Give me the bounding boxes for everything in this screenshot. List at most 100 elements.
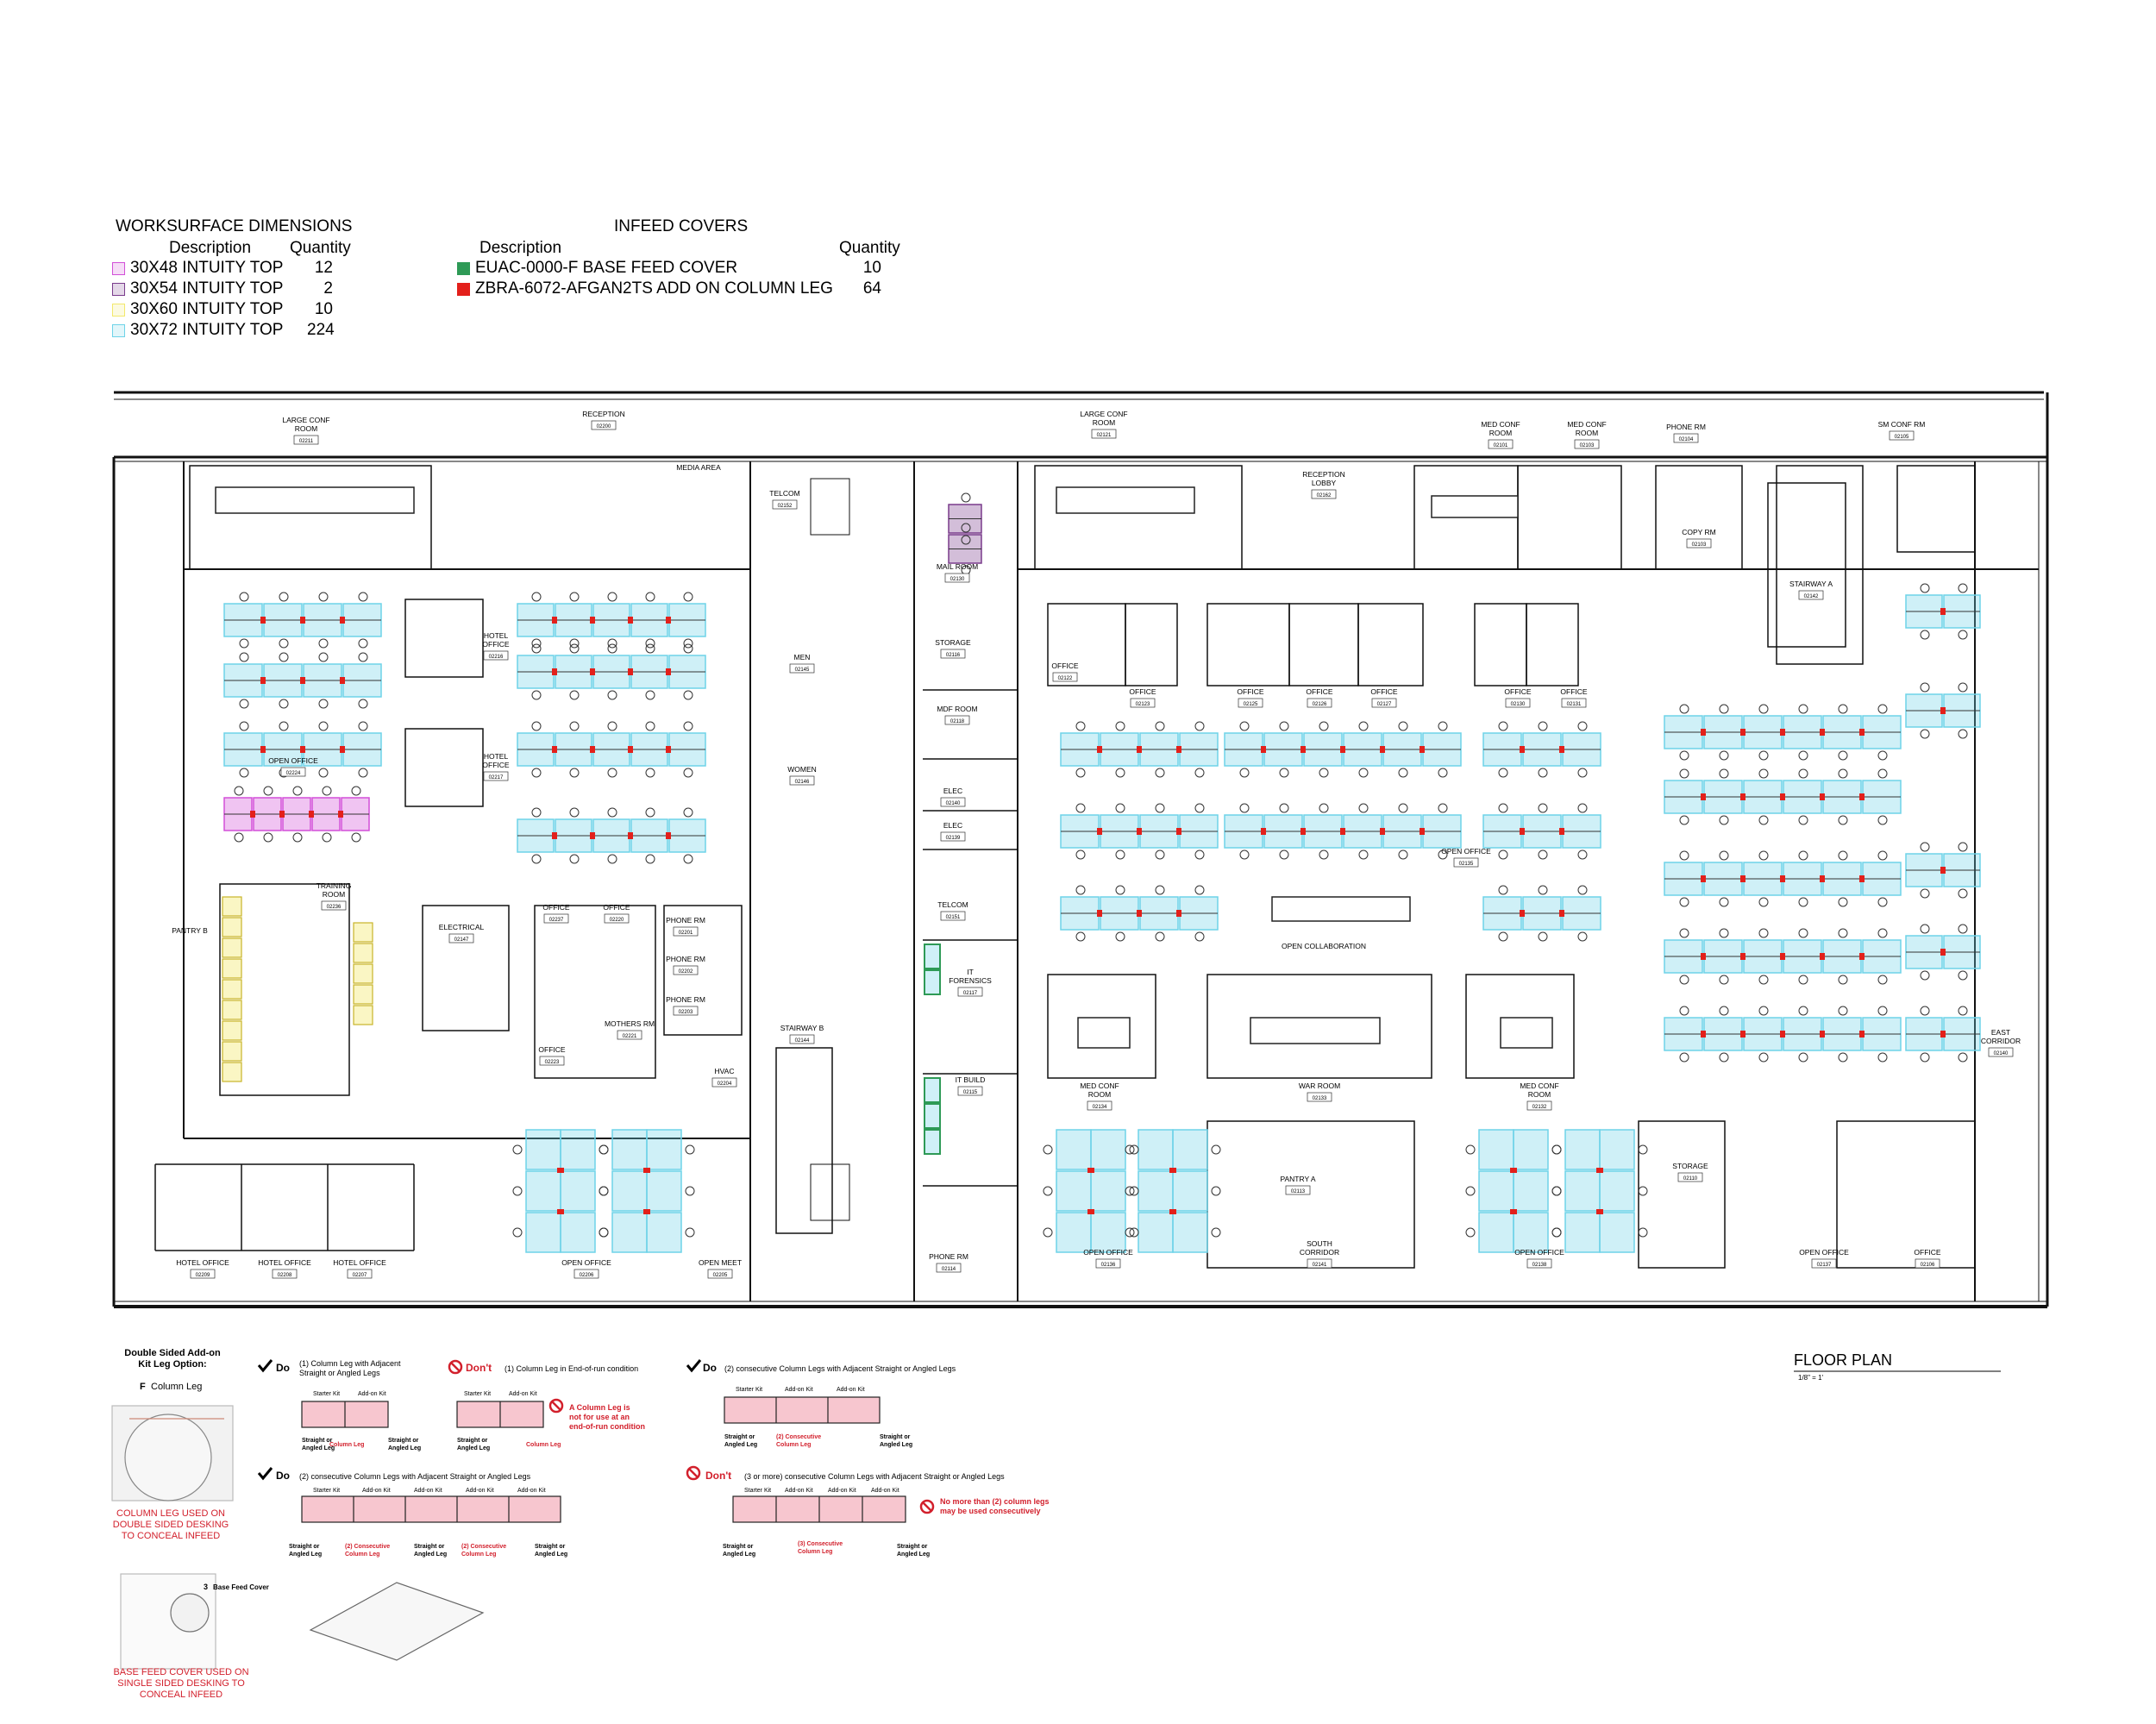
chair [645,768,655,778]
chair [531,643,542,654]
desk-30x72 [560,1170,596,1212]
chair [1075,803,1086,813]
chair [1538,931,1548,942]
chair [239,652,249,662]
chair [1679,1006,1689,1016]
worksurface-title: WORKSURFACE DIMENSIONS [116,217,353,235]
chair [683,721,693,731]
conference-table [1250,1017,1381,1044]
chair [1798,750,1808,761]
room-name: ROOM [295,424,317,433]
room-number: 02114 [942,1267,956,1272]
desk-30x72 [646,1212,682,1253]
desk-30x72 [560,1129,596,1170]
straight-leg: Angled Leg [457,1445,490,1451]
room-number: 02122 [1058,676,1073,681]
chair [1958,1052,1968,1063]
room-number: 02205 [713,1273,728,1278]
room-name: MED CONF [1520,1081,1558,1090]
chair [569,690,580,700]
chair [961,535,971,545]
chair [1679,850,1689,861]
room-number: 02136 [1101,1263,1116,1268]
chair [531,854,542,864]
room-number: 02236 [327,905,342,910]
detail-diagrams [111,1359,2001,1670]
worksurface-swatch [112,261,125,275]
column-leg-tag [643,1209,650,1214]
chair [1877,897,1888,907]
column-leg-tag [552,746,557,753]
chair [1719,928,1729,938]
worksurface-label: 30X54 INTUITY TOP [130,279,284,298]
base-caption: SINGLE SIDED DESKING TO [117,1678,245,1689]
column-leg-tag [1701,729,1706,736]
column-leg-tag [1740,1031,1745,1038]
room-number: 02217 [489,775,504,781]
chair [1155,931,1165,942]
chair [683,768,693,778]
room-name: MEN [794,653,811,661]
column-leg-tag [1740,953,1745,960]
chair [1115,885,1125,895]
column-leg-tag [1380,746,1385,753]
desk-30x72 [1513,1170,1549,1212]
desk-30x72 [1090,1212,1126,1253]
chair [1838,750,1848,761]
chair [358,652,368,662]
infeed-qty: 64 [862,279,881,298]
room-number: 02134 [1093,1105,1107,1110]
room-number: 02146 [795,780,810,785]
chair [1679,704,1689,714]
room-number: 02132 [1532,1105,1547,1110]
room-name: IT [967,968,974,976]
chair [1838,815,1848,825]
chair [1719,1006,1729,1016]
column-leg-tag [590,832,595,839]
chair [1498,885,1508,895]
base-label: Base Feed Cover [213,1583,269,1591]
chair [1319,803,1329,813]
column-leg-tag [552,617,557,624]
room-name: MOTHERS RM [605,1019,655,1028]
chair [645,592,655,602]
column-leg-tag [260,746,266,753]
chair [683,638,693,649]
room-name: CORRIDOR [1300,1248,1339,1257]
column-caption: TO CONCEAL INFEED [122,1531,220,1541]
chair [1358,849,1369,860]
chair [1798,815,1808,825]
chair [685,1144,695,1155]
dont-1-text: (1) Column Leg in End-of-run condition [505,1364,638,1373]
column-leg-tag [1510,1168,1517,1173]
chair [645,638,655,649]
chair [512,1186,523,1196]
chair [1398,803,1408,813]
two-column-label: Column Leg [345,1552,379,1558]
chair [685,1227,695,1238]
chair [1798,897,1808,907]
room-number: 02116 [946,653,961,658]
chair [607,638,617,649]
room-number: 02142 [1804,594,1819,599]
chair [1577,768,1588,778]
chair [1958,630,1968,640]
room-name: PANTRY B [172,926,208,935]
base-feed-cover [924,969,941,995]
chair [1798,768,1808,779]
chair [1551,1186,1562,1196]
desk-30x72 [1513,1129,1549,1170]
conference-table [1431,495,1519,518]
straight-leg: Angled Leg [897,1552,930,1558]
chair [358,768,368,778]
column-leg-tag [340,617,345,624]
chair [322,786,332,796]
chair [1577,849,1588,860]
room-number: 02101 [1494,443,1508,448]
base-caption: CONCEAL INFEED [140,1690,222,1700]
